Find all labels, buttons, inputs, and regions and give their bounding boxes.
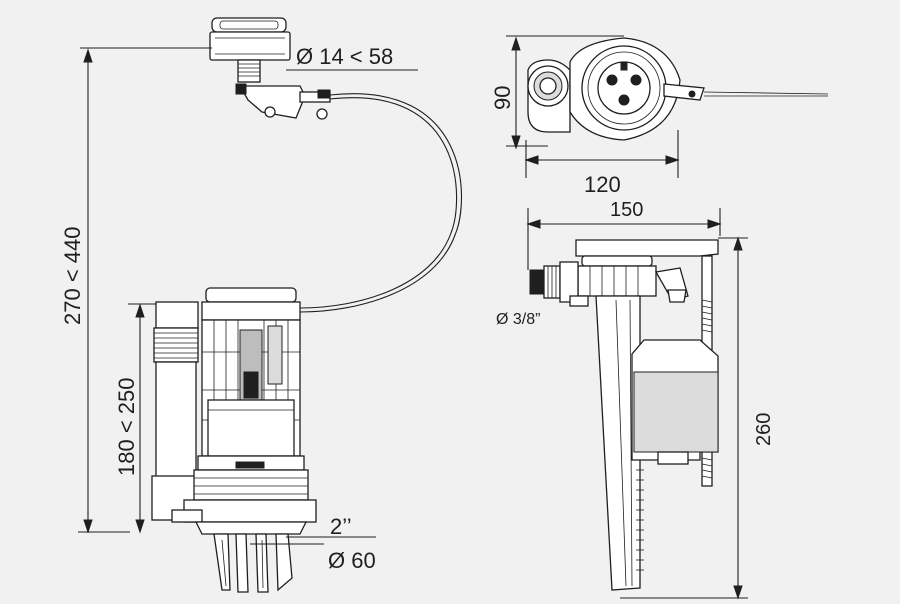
- outlet-diameter-label: Ø 60: [328, 548, 376, 573]
- outlet-size-label: 2’’: [330, 514, 352, 539]
- fill-valve-top-view: [527, 37, 829, 141]
- push-button: [209, 17, 331, 120]
- inlet-thread-label: Ø 3/8”: [496, 311, 540, 328]
- valve-height-dimension: [128, 303, 160, 534]
- top-width-label: 120: [584, 172, 621, 197]
- bowden-cable: [299, 93, 462, 313]
- fill-width-label: 150: [610, 199, 643, 221]
- depth-dimension: [506, 35, 624, 150]
- fill-height-label: 260: [753, 413, 775, 446]
- total-height-dimension: [78, 48, 130, 534]
- depth-label: 90: [490, 86, 515, 110]
- fill-valve-side-view: [529, 239, 719, 591]
- valve-height-label: 180 < 250: [114, 378, 139, 476]
- fill-height-dimension: [620, 236, 748, 600]
- fill-width-dimension: [526, 208, 722, 270]
- button-diameter-label: Ø 14 < 58: [296, 44, 393, 69]
- total-height-label: 270 < 440: [60, 227, 85, 325]
- top-width-dimension: [524, 130, 680, 178]
- flush-valve: [151, 287, 317, 593]
